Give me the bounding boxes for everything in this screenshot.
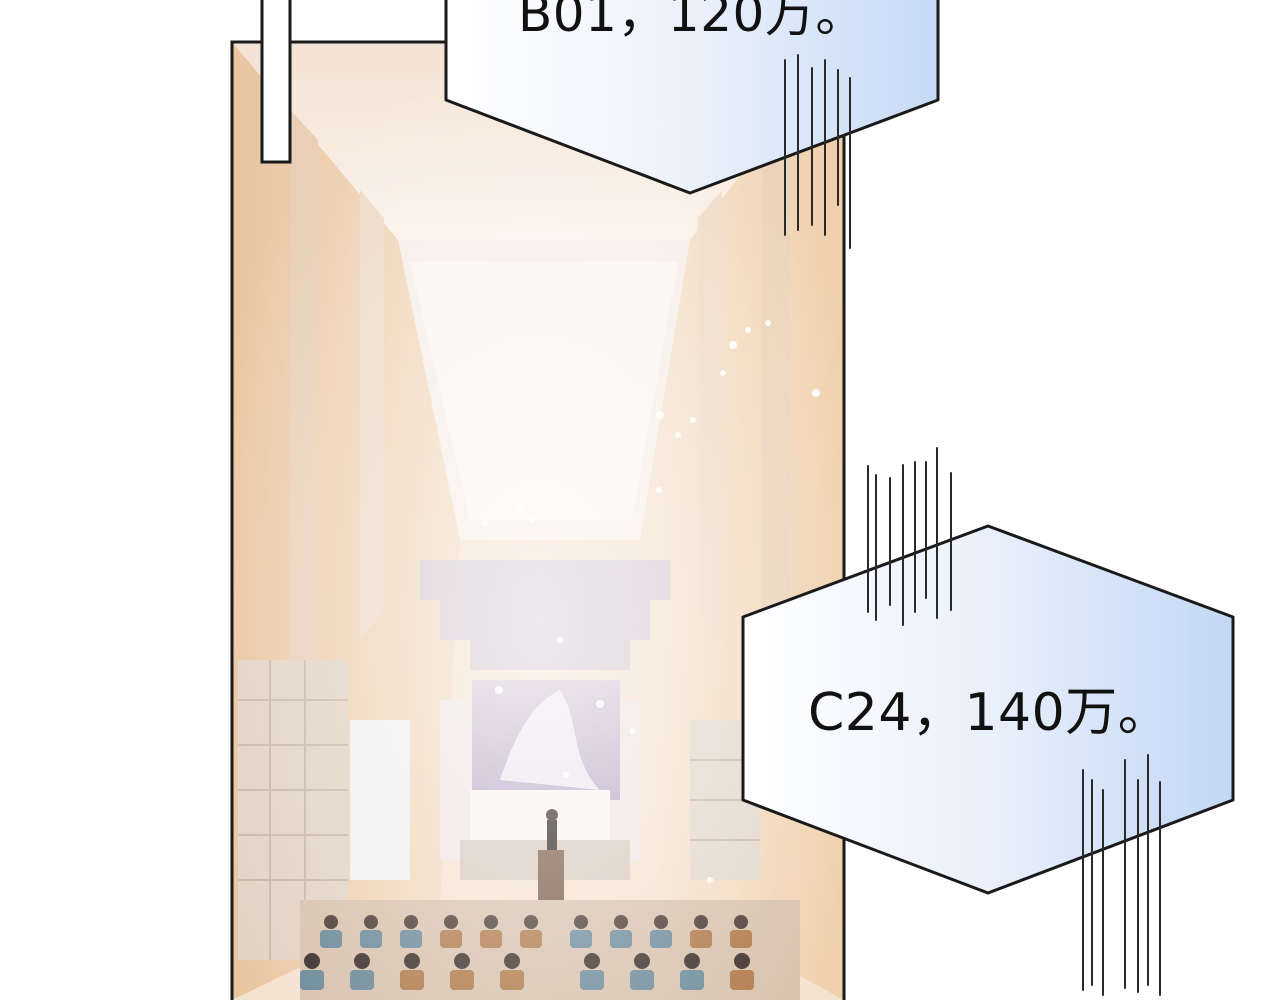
emphasis-lines-top xyxy=(784,54,851,249)
speech-bubble-top xyxy=(444,0,940,195)
speech-text-right: C24，140万。 xyxy=(808,683,1171,743)
emphasis-lines-right-lower xyxy=(1082,754,1161,996)
speech-bubble-right xyxy=(741,524,1235,895)
emphasis-lines-right-upper xyxy=(867,447,952,626)
speech-text-top: B01，120万。 xyxy=(518,0,866,43)
